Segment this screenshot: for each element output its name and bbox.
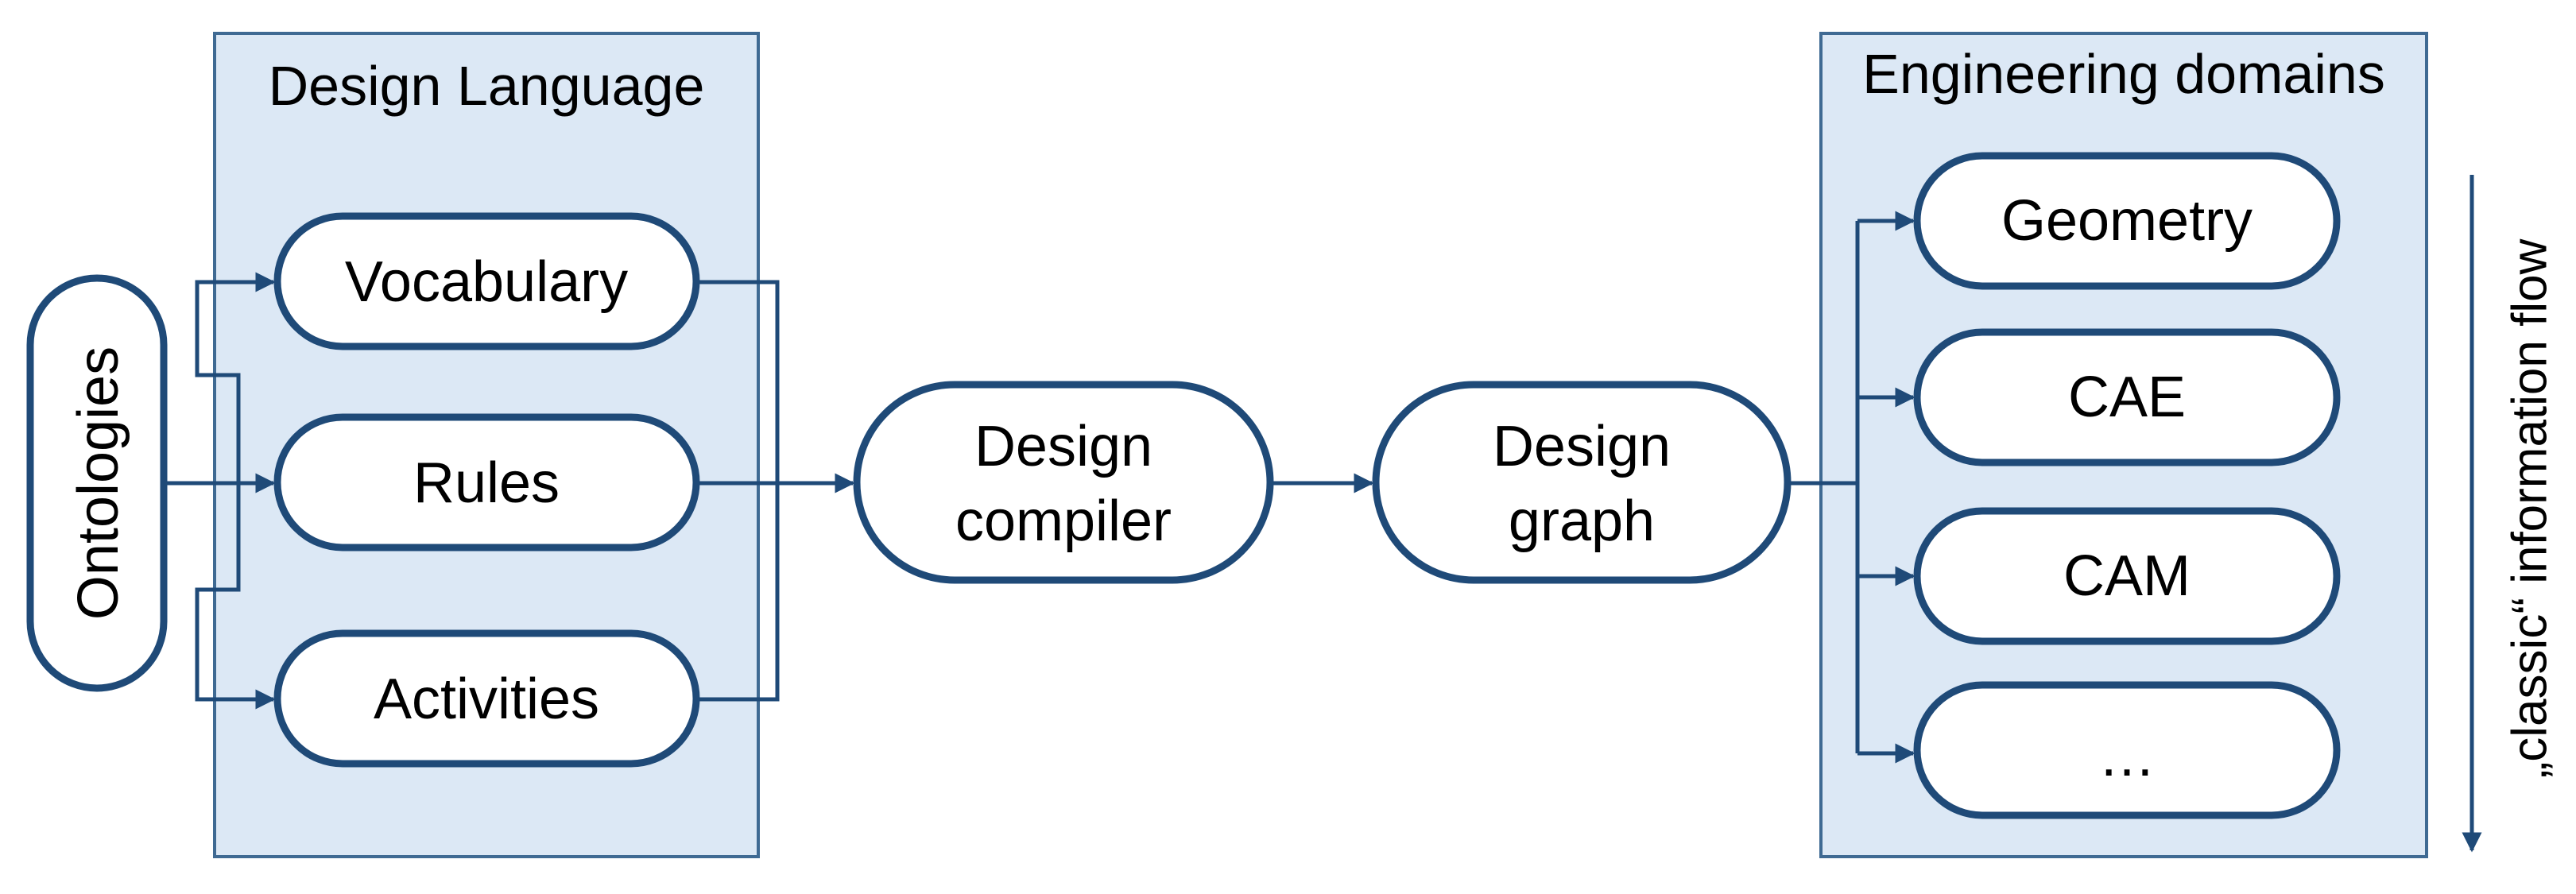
rules-node: Rules (273, 413, 700, 551)
design-graph-label-line2: graph (1509, 490, 1655, 553)
more-node: … (1913, 681, 2341, 819)
graph-to-domains-connectors (1790, 211, 1916, 764)
cae-label: CAE (2068, 366, 2186, 429)
engineering-domains-title: Engineering domains (1862, 43, 2385, 105)
vocabulary-node: Vocabulary (273, 212, 700, 350)
ontologies-bracket-lower (195, 483, 276, 710)
information-flow-label: „classic“ information flow (2503, 238, 2558, 778)
vocabulary-bracket-line (699, 280, 780, 702)
ontologies-bracket (167, 272, 276, 486)
activities-node: Activities (273, 629, 700, 768)
geometry-label: Geometry (2001, 189, 2253, 253)
cam-label: CAM (2063, 544, 2191, 608)
language-to-compiler-connectors (699, 280, 855, 702)
more-label: … (2098, 725, 2156, 788)
design-compiler-node: Design compiler (853, 381, 1274, 584)
geometry-node: Geometry (1913, 152, 2341, 290)
design-compiler-label-line1: Design (974, 415, 1152, 478)
design-compiler-label-line2: compiler (955, 490, 1172, 553)
design-language-title: Design Language (269, 55, 705, 117)
rules-label: Rules (413, 451, 560, 515)
design-graph-label-line1: Design (1493, 415, 1671, 478)
activities-label: Activities (374, 668, 599, 731)
ontologies-node: Ontologies (26, 274, 168, 692)
cae-node: CAE (1913, 328, 2341, 466)
design-graph-node: Design graph (1372, 381, 1792, 584)
cam-node: CAM (1913, 507, 2341, 645)
vocabulary-label: Vocabulary (345, 250, 628, 314)
ontologies-label: Ontologies (67, 346, 130, 620)
ontologies-connectors (167, 272, 276, 710)
